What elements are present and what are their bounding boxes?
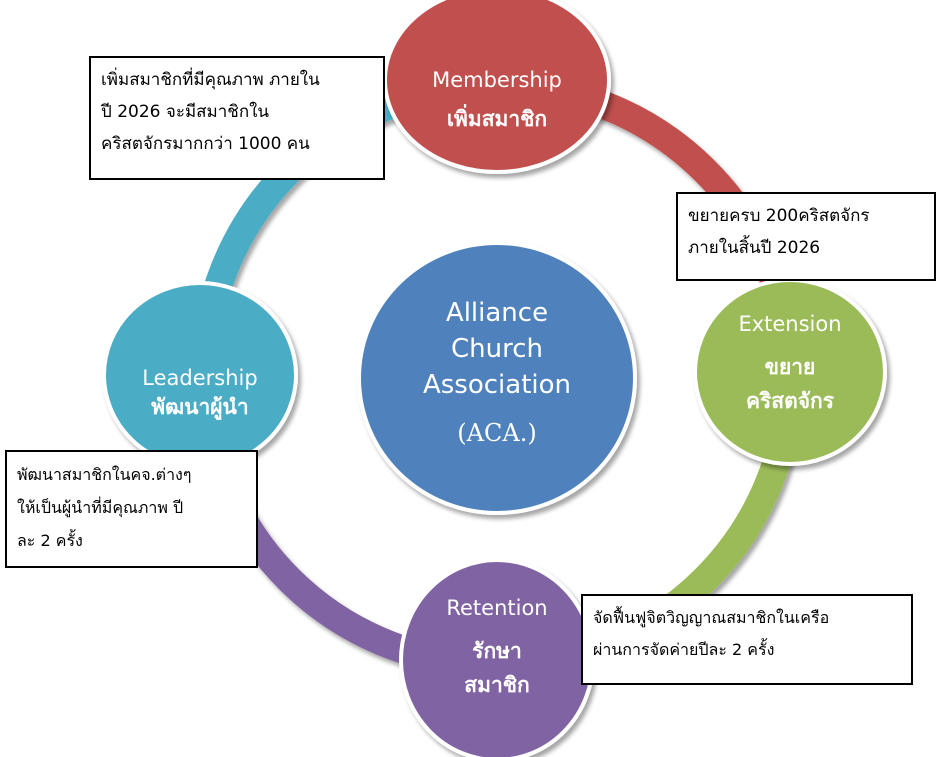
membership-note: เพิ่มสมาชิกที่มีคุณภาพ ภายใน ปี 2026 จะม… xyxy=(89,56,385,180)
note-line: คริสตจักรมากกว่า 1000 คน xyxy=(101,134,310,154)
note-line: เพิ่มสมาชิกที่มีคุณภาพ ภายใน xyxy=(101,70,320,90)
leadership-label: Leadership พัฒนาผู้นำ xyxy=(104,366,296,424)
leadership-note: พัฒนาสมาชิกในคจ.ต่างๆ ให้เป็นผู้นำที่มีค… xyxy=(5,450,258,568)
center-label: Alliance Church Association (ACA.) xyxy=(360,295,634,451)
extension-note: ขยายครบ 200คริสตจักร ภายในสิ้นปี 2026 xyxy=(676,192,936,281)
retention-label: Retention รักษา สมาชิก xyxy=(401,596,593,702)
note-line: พัฒนาสมาชิกในคจ.ต่างๆ xyxy=(17,465,192,484)
membership-th: เพิ่มสมาชิก xyxy=(446,107,548,131)
center-line: Association xyxy=(422,370,572,400)
retention-en: Retention xyxy=(446,596,548,620)
extension-label: Extension ขยาย คริสตจักร xyxy=(695,312,885,418)
retention-th: รักษา xyxy=(472,639,522,663)
center-circle xyxy=(357,241,637,515)
retention-note: จัดฟื้นฟูจิตวิญญาณสมาชิกในเครือ ผ่านการจ… xyxy=(581,594,913,685)
extension-th: ขยาย xyxy=(764,355,816,379)
note-line: จัดฟื้นฟูจิตวิญญาณสมาชิกในเครือ xyxy=(593,608,830,627)
note-line: ละ 2 ครั้ง xyxy=(17,531,83,550)
note-line: ขยายครบ 200คริสตจักร xyxy=(688,206,870,226)
membership-circle xyxy=(383,0,611,174)
center-line: Alliance xyxy=(445,298,549,328)
extension-en: Extension xyxy=(738,312,842,336)
membership-label: Membership เพิ่มสมาชิก xyxy=(385,68,609,136)
leadership-th: พัฒนาผู้นำ xyxy=(151,395,249,419)
extension-th: คริสตจักร xyxy=(745,389,835,413)
membership-en: Membership xyxy=(432,68,562,92)
leadership-en: Leadership xyxy=(142,366,258,390)
note-line: ผ่านการจัดค่ายปีละ 2 ครั้ง xyxy=(593,640,775,659)
center-line: (ACA.) xyxy=(457,419,537,447)
center-line: Church xyxy=(450,334,543,364)
note-line: ปี 2026 จะมีสมาชิกใน xyxy=(101,102,270,122)
note-line: ภายในสิ้นปี 2026 xyxy=(688,238,821,258)
note-line: ให้เป็นผู้นำที่มีคุณภาพ ปี xyxy=(17,498,184,517)
retention-th: สมาชิก xyxy=(464,673,530,697)
